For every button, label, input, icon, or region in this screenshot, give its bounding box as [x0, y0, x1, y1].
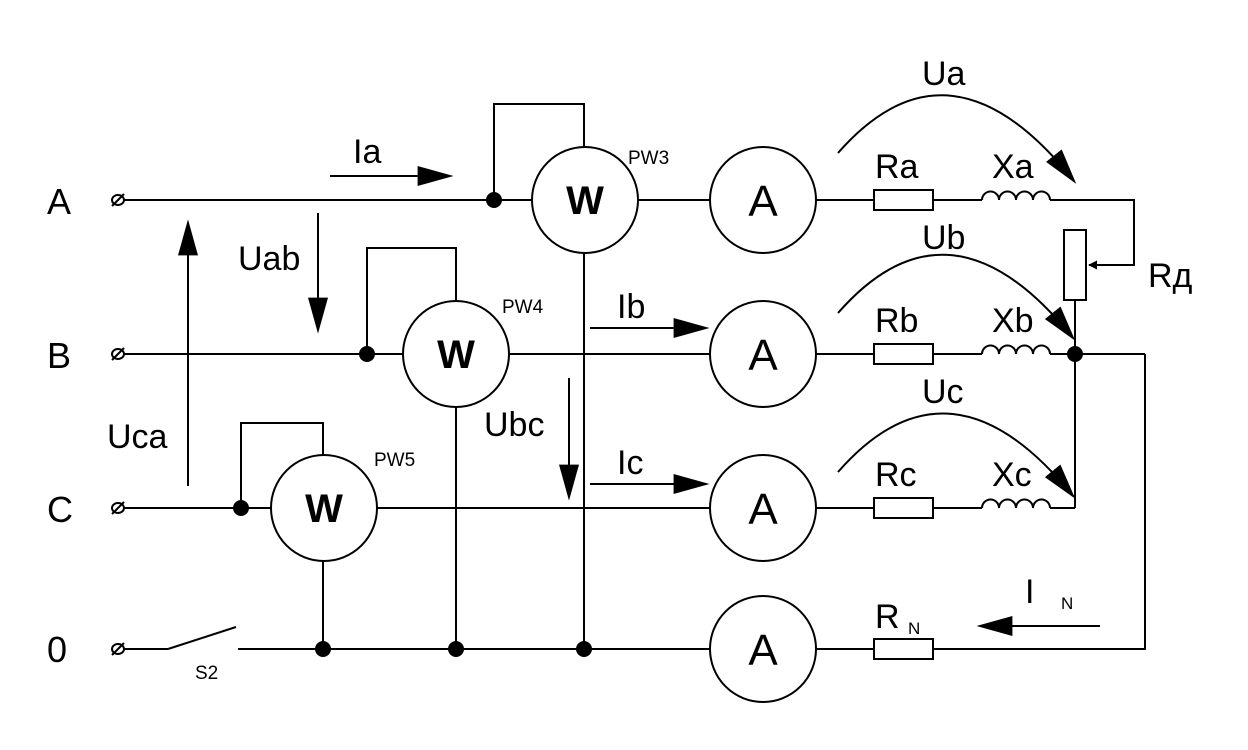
- wiring: [124, 103, 1146, 650]
- ammeter-c-symbol: A: [748, 485, 778, 534]
- junction-dots: [233, 192, 1083, 657]
- label-xb: Xb: [992, 302, 1034, 340]
- phase-label-0: 0: [47, 629, 67, 670]
- wattmeter-pw3-label: PW3: [628, 148, 669, 169]
- terminal-c[interactable]: [111, 501, 125, 515]
- line-voltage-arrows: [178, 213, 579, 501]
- label-ib: Ib: [617, 288, 645, 326]
- wattmeter-pw4-label: PW4: [502, 297, 544, 318]
- label-ubc: Ubc: [484, 406, 544, 444]
- phase-label-c: C: [47, 489, 73, 530]
- phase-label-b: B: [47, 335, 71, 376]
- resistor-ra[interactable]: [873, 189, 934, 211]
- ammeter-a[interactable]: A: [709, 146, 817, 254]
- label-rd: Rд: [1148, 257, 1193, 295]
- label-ub: Ub: [922, 219, 965, 257]
- wattmeter-pw3-symbol: W: [566, 179, 604, 223]
- resistor-rb[interactable]: [873, 343, 934, 365]
- inductor-xa[interactable]: [981, 190, 1051, 201]
- phase-label-a: A: [47, 181, 71, 222]
- terminal-b[interactable]: [111, 347, 125, 361]
- label-ua: Ua: [922, 55, 966, 93]
- terminal-a[interactable]: [111, 193, 125, 207]
- wattmeter-pw3[interactable]: W: [531, 146, 639, 254]
- ammeter-b-symbol: A: [748, 331, 778, 380]
- wattmeter-pw5-label: PW5: [374, 450, 415, 471]
- ammeter-b[interactable]: A: [709, 300, 817, 408]
- inductor-xb[interactable]: [981, 344, 1051, 355]
- label-uca: Uca: [107, 418, 168, 456]
- label-uab: Uab: [238, 240, 300, 278]
- label-rb: Rb: [875, 302, 918, 340]
- resistor-rc[interactable]: [873, 497, 934, 519]
- ammeter-c[interactable]: A: [709, 454, 817, 562]
- ammeter-a-symbol: A: [748, 177, 778, 226]
- label-uc: Uc: [922, 373, 964, 411]
- ammeter-n[interactable]: A: [709, 595, 817, 703]
- label-ra: Ra: [875, 148, 919, 186]
- ammeter-n-symbol: A: [748, 626, 778, 675]
- rheostat-rd[interactable]: [1063, 229, 1087, 301]
- label-ia: Ia: [353, 133, 381, 171]
- label-rn: R: [875, 598, 900, 636]
- resistor-rn[interactable]: [873, 638, 934, 660]
- inductor-xc[interactable]: [981, 498, 1051, 509]
- current-arrows: [330, 166, 1100, 636]
- wattmeter-pw5-symbol: W: [305, 487, 343, 531]
- switch-s2[interactable]: [167, 626, 237, 650]
- terminal-0[interactable]: [111, 642, 125, 656]
- wattmeter-pw4[interactable]: W: [402, 300, 510, 408]
- label-ic: Ic: [617, 444, 643, 482]
- switch-s2-label: S2: [195, 663, 218, 684]
- label-xa: Xa: [992, 148, 1034, 186]
- label-xc: Xc: [992, 456, 1032, 494]
- wattmeter-pw5[interactable]: W: [270, 454, 378, 562]
- label-rc: Rc: [875, 456, 917, 494]
- wattmeter-pw4-symbol: W: [437, 333, 475, 377]
- phase-voltage-arrows: [837, 94, 1077, 499]
- label-in-subscript: N: [1061, 594, 1073, 613]
- label-rn-subscript: N: [908, 619, 920, 638]
- label-in: I: [1025, 573, 1034, 611]
